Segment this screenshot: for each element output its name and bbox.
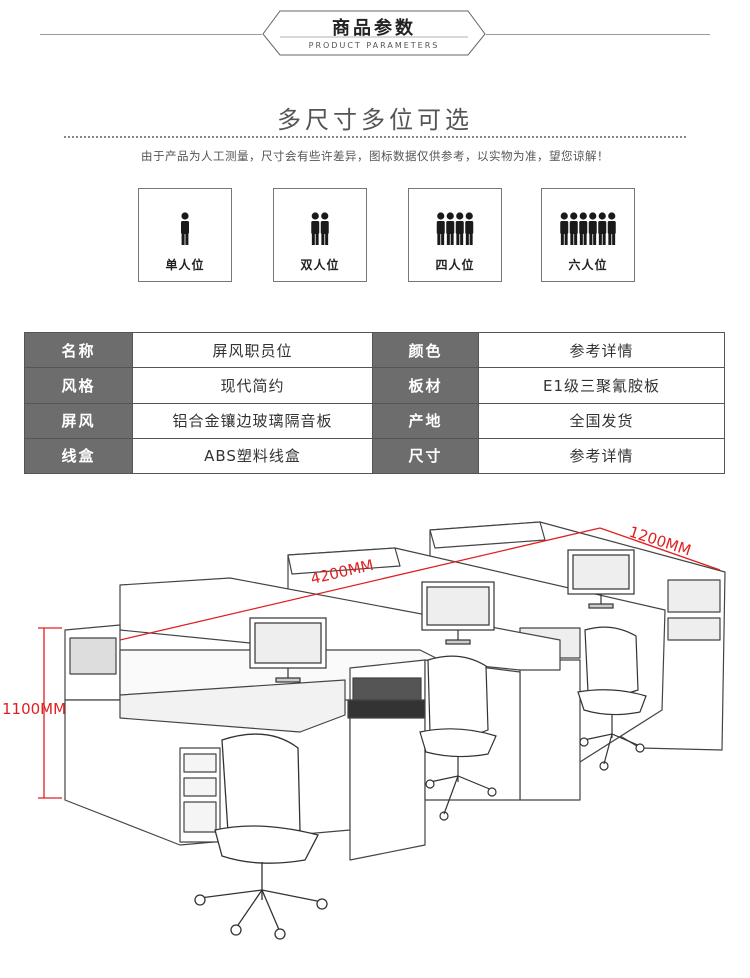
workstation-drawing: 4200MM 1200MM 1100MM bbox=[2, 521, 726, 940]
spec-key: 产地 bbox=[372, 402, 479, 439]
monitor-icon bbox=[421, 581, 495, 645]
person-icon bbox=[465, 212, 474, 245]
person-icon-group bbox=[436, 212, 474, 245]
seat-option-six[interactable]: 六人位 bbox=[541, 188, 635, 282]
spec-key: 名称 bbox=[24, 331, 133, 369]
person-icon bbox=[588, 212, 597, 245]
person-icon bbox=[311, 212, 320, 245]
banner-right-line bbox=[486, 34, 710, 35]
dotted-divider bbox=[64, 136, 686, 138]
person-icon bbox=[446, 212, 455, 245]
spec-value: 铝合金镶边玻璃隔音板 bbox=[132, 402, 373, 439]
seat-option-label: 双人位 bbox=[300, 258, 340, 272]
spec-value: E1级三聚氰胺板 bbox=[478, 367, 725, 404]
person-icon-group bbox=[311, 212, 329, 245]
seat-option-label: 六人位 bbox=[568, 258, 608, 272]
spec-row: 线盒 ABS塑料线盒 尺寸 参考详情 bbox=[24, 437, 725, 475]
person-icon bbox=[455, 212, 464, 245]
spec-key: 屏风 bbox=[24, 402, 133, 439]
office-chair-icon bbox=[419, 655, 497, 821]
banner-frame: 商品参数 PRODUCT PARAMETERS bbox=[262, 10, 486, 56]
seat-option-four[interactable]: 四人位 bbox=[408, 188, 502, 282]
banner-subtitle: PRODUCT PARAMETERS bbox=[308, 41, 440, 50]
person-icon bbox=[560, 212, 569, 245]
spec-value: 现代简约 bbox=[132, 367, 373, 404]
spec-value: 参考详情 bbox=[478, 331, 725, 369]
person-icon bbox=[181, 212, 189, 245]
spec-table: 名称 屏风职员位 颜色 参考详情 风格 现代简约 板材 E1级三聚氰胺板 屏风 … bbox=[24, 331, 725, 475]
spec-key: 板材 bbox=[372, 367, 479, 404]
seat-option-label: 四人位 bbox=[435, 258, 475, 272]
spec-key: 风格 bbox=[24, 367, 133, 404]
monitor-icon bbox=[567, 549, 635, 609]
spec-value: 全国发货 bbox=[478, 402, 725, 439]
person-icon bbox=[607, 212, 616, 245]
person-icon bbox=[569, 212, 578, 245]
spec-row: 名称 屏风职员位 颜色 参考详情 bbox=[24, 331, 725, 369]
person-icon-group bbox=[560, 212, 616, 245]
office-chair-icon bbox=[194, 733, 328, 940]
spec-key: 尺寸 bbox=[372, 437, 479, 475]
spec-row: 风格 现代简约 板材 E1级三聚氰胺板 bbox=[24, 367, 725, 404]
person-icon bbox=[598, 212, 607, 245]
spec-row: 屏风 铝合金镶边玻璃隔音板 产地 全国发货 bbox=[24, 402, 725, 439]
person-icon-group bbox=[181, 212, 189, 245]
seat-option-double[interactable]: 双人位 bbox=[273, 188, 367, 282]
banner-left-line bbox=[40, 34, 262, 35]
spec-value: 参考详情 bbox=[478, 437, 725, 475]
person-icon bbox=[320, 212, 329, 245]
spec-key: 线盒 bbox=[24, 437, 133, 475]
person-icon bbox=[579, 212, 588, 245]
header-banner: 商品参数 PRODUCT PARAMETERS bbox=[0, 0, 750, 70]
measurement-note: 由于产品为人工测量，尺寸会有些许差异，图标数据仅供参考，以实物为准，望您谅解！ bbox=[141, 149, 609, 163]
spec-value: ABS塑料线盒 bbox=[132, 437, 373, 475]
office-chair-icon bbox=[577, 626, 647, 771]
spec-value: 屏风职员位 bbox=[132, 331, 373, 369]
seat-option-single[interactable]: 单人位 bbox=[138, 188, 232, 282]
spec-key: 颜色 bbox=[372, 331, 479, 369]
banner-frame-shape bbox=[262, 10, 486, 56]
monitor-icon bbox=[249, 617, 327, 683]
height-dimension-label: 1100MM bbox=[2, 700, 66, 718]
person-icon bbox=[436, 212, 445, 245]
depth-dimension-line bbox=[599, 527, 721, 571]
length-dimension-line bbox=[119, 527, 601, 641]
section-title: 多尺寸多位可选 bbox=[277, 106, 473, 134]
banner-title: 商品参数 bbox=[332, 18, 416, 39]
seat-option-label: 单人位 bbox=[165, 258, 205, 272]
